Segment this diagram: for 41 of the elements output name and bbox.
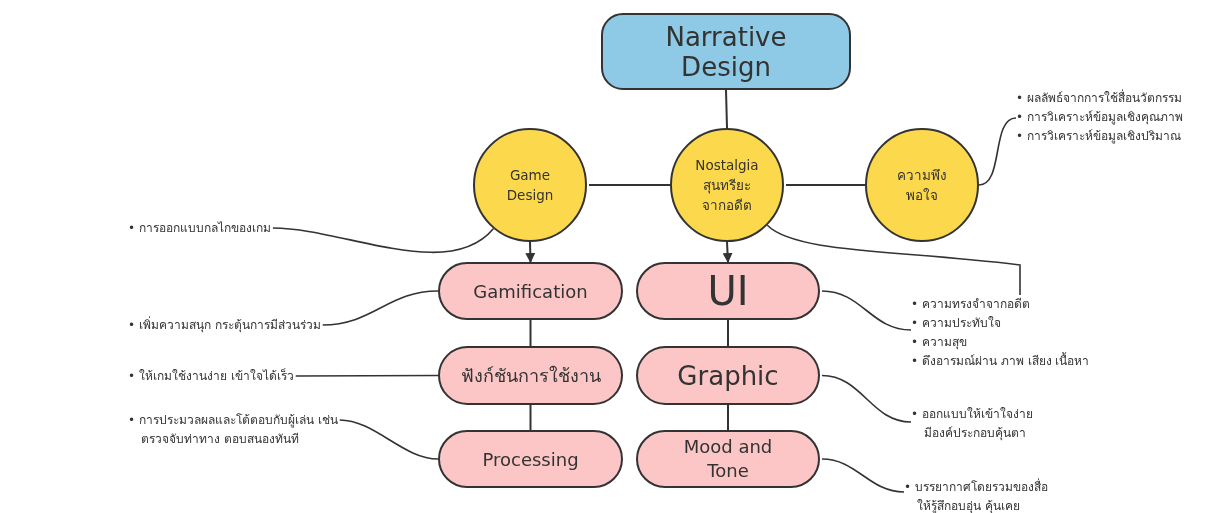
leader-line [338,419,439,460]
leader-line [978,117,1017,186]
list-item: • ความทรงจำจากอดีต [911,296,1031,313]
leader-line [321,290,439,326]
list-item: • ออกแบบให้เข้าใจง่าย มีองค์ประกอบคุ้นตา [911,406,1033,443]
arrow [722,241,733,263]
leader-line [821,290,912,331]
arrow [525,241,536,263]
topic-circle: ความพึงพอใจ [865,128,979,242]
connector-line [785,184,866,186]
topic-pill: Graphic [636,346,820,405]
list-item: • ผลลัพธ์จากการใช้สื่อนวัตกรรม [1016,89,1183,107]
topic-circle: Game Design [473,128,587,242]
topic-pill: Gamification [438,262,623,320]
connector-line [588,184,671,186]
topic-circle: Nostalgia สุนทรียะจากอดีต [670,128,784,242]
topic-pill: ฟังก์ชันการใช้งาน [438,346,623,405]
list-item: • การวิเคราะห์ข้อมูลเชิงคุณภาพ [1016,109,1183,127]
topic-pill: UI [636,262,820,320]
title-box: Narrative Design [601,13,851,90]
list-item: • ความสุข [911,334,968,352]
leader-line [821,374,912,423]
list-item: • บรรยากาศโดยรวมของสื่อ ให้รู้สึกอบอุ่น คุ้นเคย [904,478,1048,513]
list-item: • การประมวลผลและโต้ตอบกับผู้เล่น เช่น ตรวจจับท่าทาง ตอบสนองทันที [128,412,338,448]
leader-line [294,374,439,377]
list-item: • การวิเคราะห์ข้อมูลเชิงปริมาณ [1016,128,1182,146]
connector-line [727,404,729,431]
list-item: • เพิ่มความสนุก กระตุ้นการมีส่วนร่วม [128,316,321,335]
list-item: • การออกแบบกลไกของเกม [128,220,271,237]
leader-line [766,224,1021,296]
list-item: • ให้เกมใช้งานง่าย เข้าใจได้เร็ว [128,367,294,385]
list-item: • ความประทับใจ [911,315,1002,332]
list-item: • ดึงอารมณ์ผ่าน ภาพ เสียง เนื้อหา [911,352,1090,370]
leader-line [821,458,905,493]
connector-line [725,89,728,129]
connector-line [727,319,729,347]
leader-line [272,227,495,254]
topic-pill: Mood and Tone [636,430,820,488]
connector-line [529,404,532,431]
topic-pill: Processing [438,430,623,488]
connector-line [529,319,532,347]
